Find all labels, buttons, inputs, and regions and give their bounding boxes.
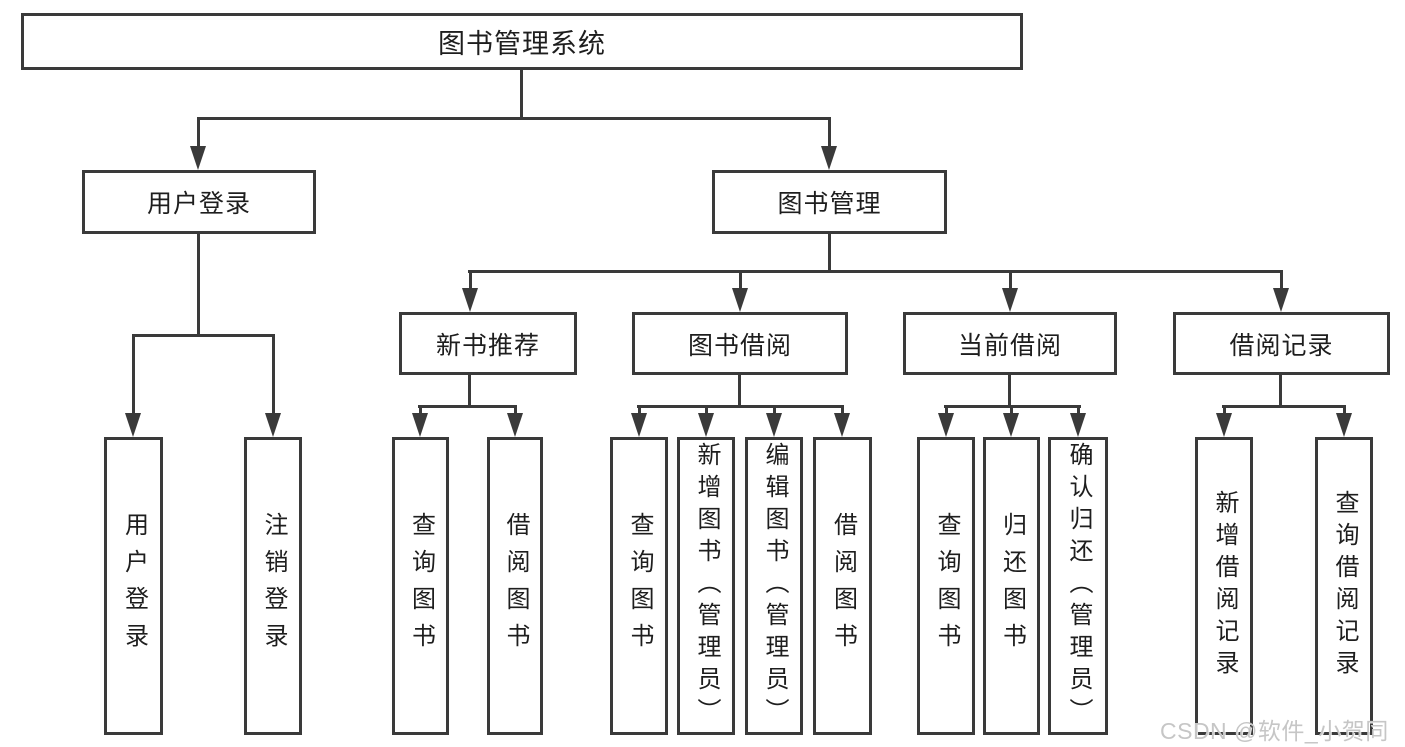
connector-line [1222,405,1346,408]
leaf-add-borrow-record: 新增借阅记录 [1195,437,1253,735]
leaf-logout-label: 注销登录 [260,512,287,660]
arrow-down-icon [938,405,954,437]
leaf-query-borrow-record: 查询借阅记录 [1315,437,1373,735]
node-root: 图书管理系统 [21,13,1023,70]
node-borrow-records-label: 借阅记录 [1229,331,1334,360]
node-new-book-recommend: 新书推荐 [399,312,577,375]
node-current-borrow: 当前借阅 [903,312,1117,375]
watermark: CSDN @软件_小贺同学 [1160,718,1389,744]
leaf-user-login-label: 用户登录 [120,512,148,660]
leaf-confirm-return-admin: 确认归还（管理员） [1048,437,1108,735]
leaf-query-books-current: 查询图书 [917,437,975,735]
leaf-query-borrow-record-label: 查询借阅记录 [1331,490,1358,682]
arrow-down-icon [834,405,850,437]
arrow-down-icon [698,405,714,437]
connector-line [1008,374,1011,407]
leaf-query-books-recommend: 查询图书 [392,437,449,735]
node-new-book-recommend-label: 新书推荐 [435,331,540,360]
node-current-borrow-label: 当前借阅 [957,331,1062,360]
node-root-label: 图书管理系统 [438,29,606,59]
arrow-down-icon [412,405,428,437]
leaf-edit-books-admin: 编辑图书（管理员） [745,437,803,735]
leaf-query-books-recommend-label: 查询图书 [407,512,435,660]
leaf-logout: 注销登录 [244,437,302,735]
arrow-down-icon [1216,405,1232,437]
leaf-edit-books-admin-label: 编辑图书（管理员） [761,442,788,730]
leaf-borrow-books: 借阅图书 [813,437,872,735]
leaf-add-books-admin: 新增图书（管理员） [677,437,735,735]
arrow-down-icon [190,117,206,170]
arrow-down-icon [1002,270,1018,312]
connector-line [197,117,831,120]
leaf-borrow-books-recommend-label: 借阅图书 [502,512,529,660]
node-borrow-records: 借阅记录 [1173,312,1390,375]
connector-line [520,69,523,119]
arrow-down-icon [1070,405,1086,437]
arrow-down-icon [732,270,748,312]
node-user-login-label: 用户登录 [146,190,251,218]
arrow-down-icon [507,405,523,437]
leaf-query-books-borrow: 查询图书 [610,437,668,735]
connector-line [418,405,517,408]
arrow-down-icon [821,117,837,170]
connector-line [1279,373,1282,407]
leaf-user-login: 用户登录 [104,437,163,735]
leaf-confirm-return-admin-label: 确认归还（管理员） [1065,442,1092,730]
connector-line [828,233,831,272]
leaf-return-books-label: 归还图书 [998,512,1026,660]
arrow-down-icon [125,334,141,437]
arrow-down-icon [265,334,281,437]
connector-line [468,373,471,407]
arrow-down-icon [631,405,647,437]
connector-line [637,405,844,408]
connector-line [197,233,200,336]
leaf-add-borrow-record-label: 新增借阅记录 [1211,490,1238,682]
leaf-return-books: 归还图书 [983,437,1040,735]
leaf-add-books-admin-label: 新增图书（管理员） [693,442,720,730]
arrow-down-icon [1273,270,1289,312]
node-book-borrow-label: 图书借阅 [687,331,792,360]
connector-line [944,405,1081,408]
arrow-down-icon [766,405,782,437]
arrow-down-icon [462,270,478,312]
leaf-borrow-books-recommend: 借阅图书 [487,437,543,735]
connector-line [738,374,741,407]
leaf-query-books-current-label: 查询图书 [933,512,960,660]
connector-line [468,270,1282,273]
node-book-borrow: 图书借阅 [632,312,848,375]
node-book-management: 图书管理 [712,170,947,234]
node-book-management-label: 图书管理 [777,190,882,218]
leaf-query-books-borrow-label: 查询图书 [626,512,653,660]
arrow-down-icon [1336,405,1352,437]
node-user-login: 用户登录 [82,170,316,234]
connector-line [132,334,274,337]
leaf-borrow-books-label: 借阅图书 [829,512,857,660]
arrow-down-icon [1003,405,1019,437]
